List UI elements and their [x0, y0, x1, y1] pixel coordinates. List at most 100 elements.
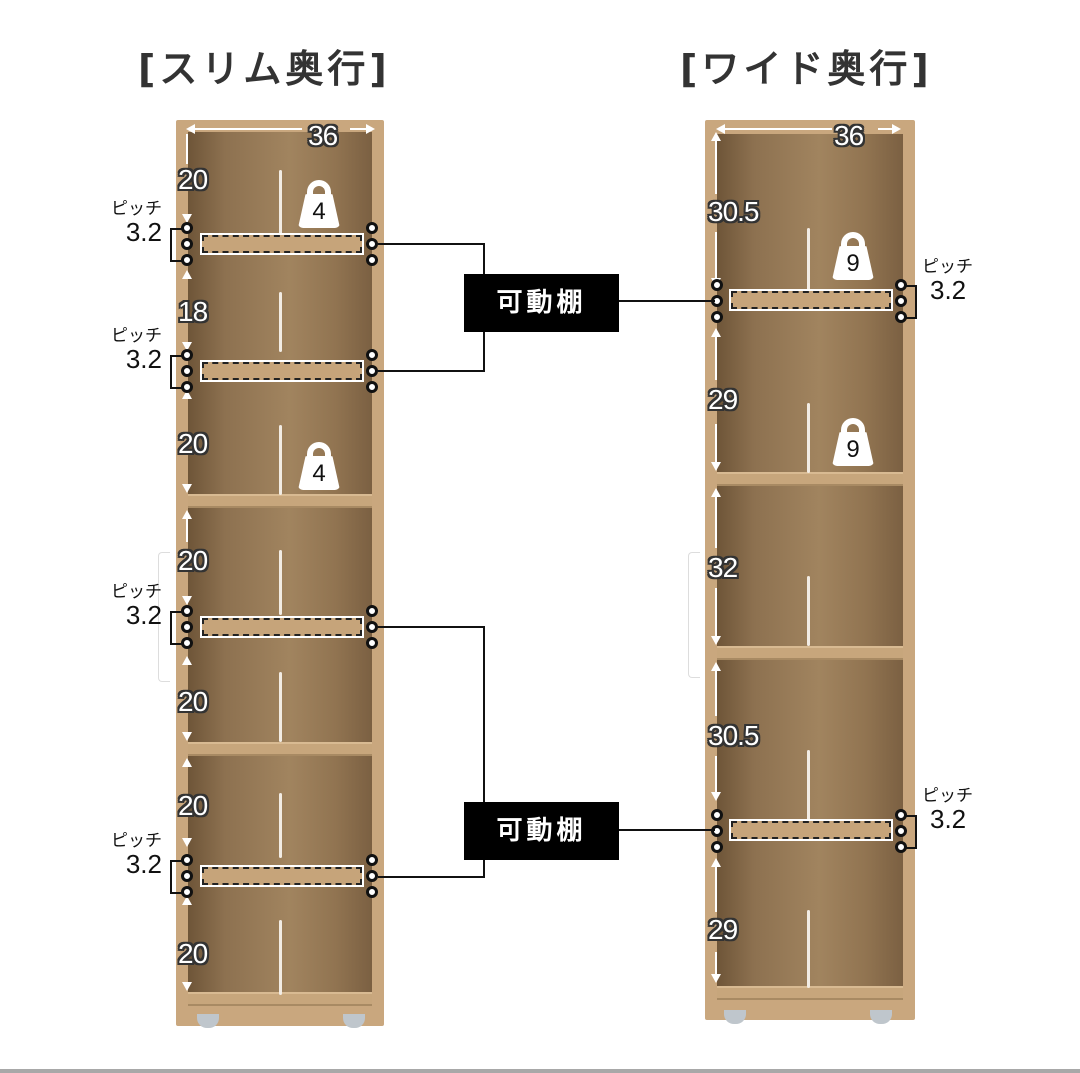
movable-shelf-callout: 可動棚: [464, 802, 619, 860]
load-capacity: 4: [312, 460, 326, 487]
wide-width-dimension: 36: [834, 120, 864, 151]
dimension-line: [715, 952, 717, 974]
divider: [807, 576, 810, 646]
shelf-pin-hole: [181, 637, 193, 649]
arrow-down-icon: [182, 214, 192, 223]
pitch-bracket: [905, 815, 917, 849]
dimension-line: [715, 496, 717, 548]
wide-depth-title: [ワイド奥行]: [680, 47, 933, 91]
shelf-pin-hole: [366, 870, 378, 882]
arrow-down-icon: [182, 838, 192, 847]
arrow-up-icon: [711, 488, 721, 497]
shelf-pin-hole: [366, 238, 378, 250]
pitch-bracket: [170, 228, 182, 262]
dimension-line: [186, 134, 188, 164]
slim-fixed-shelf: [188, 494, 372, 508]
movable-shelf[interactable]: [200, 360, 364, 382]
ghost-handle: [688, 552, 700, 678]
movable-shelf[interactable]: [729, 289, 893, 311]
dimension-line: [715, 756, 717, 792]
divider: [279, 672, 282, 742]
arrow-up-icon: [711, 858, 721, 867]
shelf-pin-hole: [366, 605, 378, 617]
shelf-pin-hole: [366, 254, 378, 266]
divider: [807, 750, 810, 822]
ghost-handle: [158, 552, 170, 682]
slim-fixed-shelf: [188, 742, 372, 756]
shelf-pin-hole: [181, 886, 193, 898]
arrow-down-icon: [711, 636, 721, 645]
divider: [807, 910, 810, 988]
shelf-pin-hole: [366, 854, 378, 866]
section-height: 29: [708, 914, 738, 945]
dimension-line: [350, 128, 366, 130]
arrow-up-icon: [182, 896, 192, 905]
weight-load-icon: 4: [296, 442, 342, 490]
divider: [279, 425, 282, 495]
movable-shelf[interactable]: [200, 865, 364, 887]
pitch-bracket: [170, 860, 182, 894]
wide-fixed-shelf: [717, 646, 903, 660]
section-height: 20: [178, 545, 208, 576]
connector-line: [378, 243, 484, 245]
section-height: 20: [178, 428, 208, 459]
shelf-pin-hole: [711, 809, 723, 821]
divider: [279, 170, 282, 240]
arrow-down-icon: [711, 462, 721, 471]
shelf-pin-hole: [895, 295, 907, 307]
pitch-bracket: [905, 285, 917, 319]
shelf-pin-hole: [181, 238, 193, 250]
dimension-line: [715, 232, 717, 278]
caster-wheel: [343, 1014, 365, 1028]
shelf-pin-hole: [181, 365, 193, 377]
arrow-up-icon: [711, 328, 721, 337]
arrow-down-icon: [182, 596, 192, 605]
caster-wheel: [870, 1010, 892, 1024]
divider: [279, 920, 282, 995]
shelf-pin-hole: [711, 825, 723, 837]
movable-shelf-callout: 可動棚: [464, 274, 619, 332]
section-height: 30.5: [708, 720, 759, 751]
slim-depth-title: [スリム奥行]: [138, 47, 391, 91]
shelf-pin-hole: [366, 222, 378, 234]
wide-fixed-shelf: [717, 472, 903, 486]
shelf-pin-hole: [181, 222, 193, 234]
connector-line: [483, 626, 485, 878]
shelf-pin-hole: [181, 349, 193, 361]
divider: [279, 550, 282, 615]
shelf-pin-hole: [181, 381, 193, 393]
movable-shelf[interactable]: [200, 233, 364, 255]
shelf-pin-hole: [181, 254, 193, 266]
arrow-right-icon: [892, 124, 901, 134]
weight-load-icon: 4: [296, 180, 342, 228]
dimension-line: [878, 128, 892, 130]
dimension-line: [186, 518, 188, 542]
wide-bottom-shelf: [717, 986, 903, 1000]
movable-shelf[interactable]: [729, 819, 893, 841]
divider: [807, 403, 810, 473]
arrow-down-icon: [711, 974, 721, 983]
load-capacity: 9: [846, 250, 860, 277]
arrow-up-icon: [182, 758, 192, 767]
section-height: 32: [708, 552, 738, 583]
arrow-down-icon: [182, 982, 192, 991]
arrow-up-icon: [182, 270, 192, 279]
section-height: 20: [178, 164, 208, 195]
section-height: 20: [178, 790, 208, 821]
caster-wheel: [197, 1014, 219, 1028]
arrow-down-icon: [182, 732, 192, 741]
connector-line: [618, 300, 715, 302]
shelf-pin-hole: [366, 365, 378, 377]
shelf-pin-hole: [711, 311, 723, 323]
section-height: 20: [178, 686, 208, 717]
arrow-up-icon: [182, 656, 192, 665]
arrow-right-icon: [366, 124, 375, 134]
movable-shelf[interactable]: [200, 616, 364, 638]
arrow-up-icon: [182, 510, 192, 519]
connector-line: [618, 829, 715, 831]
